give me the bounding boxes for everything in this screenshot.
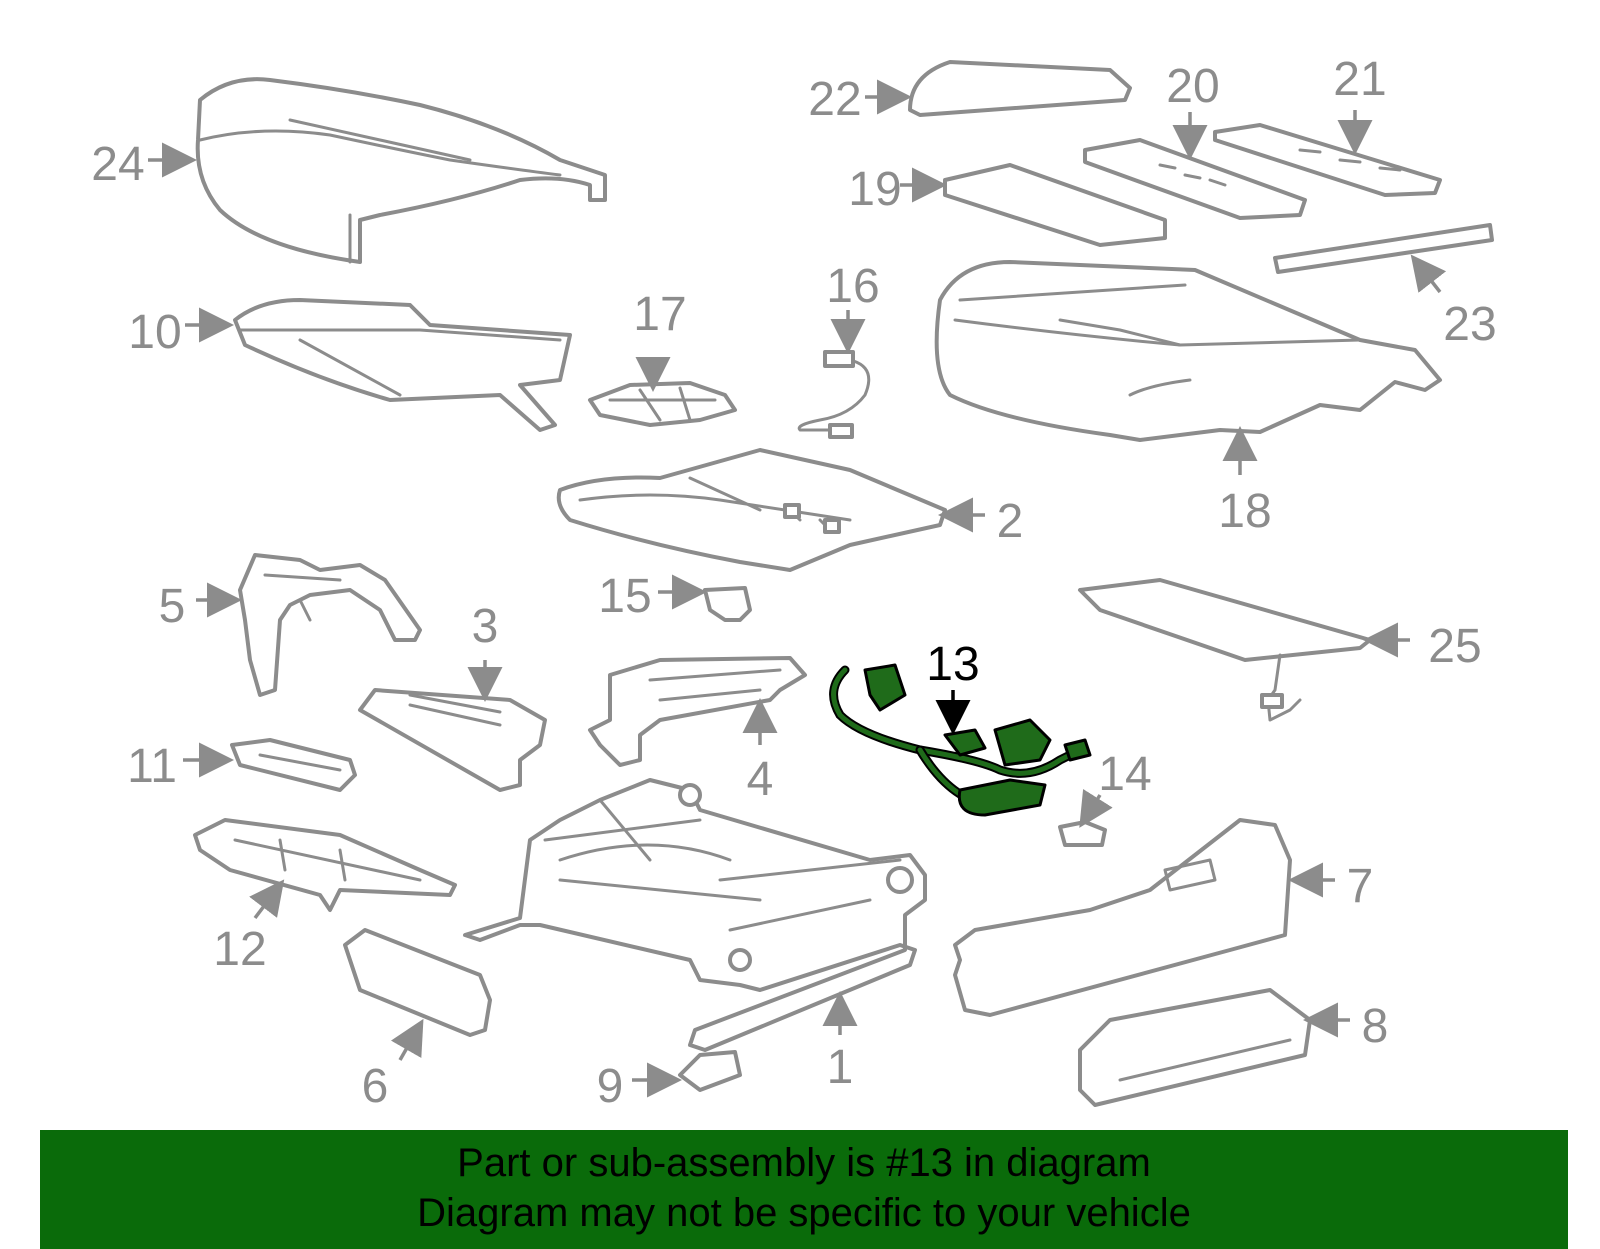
callout-3: 3 [472,600,499,653]
callout-25: 25 [1428,620,1481,673]
callout-9: 9 [597,1060,624,1113]
part-21-heater[interactable] [1213,123,1442,197]
callout-17: 17 [633,288,686,341]
part-25-sensor-mat[interactable] [1078,578,1372,722]
part-5-bracket[interactable] [238,553,422,697]
part-9-cap[interactable] [678,1050,742,1092]
part-22-pad[interactable] [908,60,1132,117]
part-16-wire[interactable] [797,350,871,439]
part-8-trim[interactable] [1078,988,1312,1107]
banner-line-part-number: Part or sub-assembly is #13 in diagram [457,1141,1151,1185]
callout-12: 12 [213,923,266,976]
part-3-trim[interactable] [358,688,547,792]
part-15-clip[interactable] [703,586,752,622]
callout-24: 24 [91,138,144,191]
callout-1: 1 [827,1041,854,1094]
callout-15: 15 [598,570,651,623]
callout-8: 8 [1362,1000,1389,1053]
part-18-cushion[interactable] [934,260,1442,442]
callout-4: 4 [747,753,774,806]
part-6-cover[interactable] [343,928,492,1037]
part-1-seat-adjuster[interactable] [463,778,927,1052]
part-10-cushion-pad[interactable] [233,298,572,432]
callout-20: 20 [1166,60,1219,113]
part-24-cushion-cover[interactable] [195,77,607,264]
callout-13: 13 [926,638,979,691]
callout-21: 21 [1333,53,1386,106]
part-17-clip[interactable] [588,381,737,427]
part-7-side-shield[interactable] [953,818,1292,1017]
callout-6: 6 [362,1060,389,1113]
callout-7: 7 [1347,860,1374,913]
callout-16: 16 [826,260,879,313]
callout-22: 22 [808,73,861,126]
part-12-rail-bracket[interactable] [193,818,457,912]
part-20-heater[interactable] [1083,138,1307,220]
part-23-strip[interactable] [1273,223,1494,274]
info-banner: Part or sub-assembly is #13 in diagram D… [40,1130,1568,1249]
part-2-seat-pan[interactable] [556,448,947,572]
callout-19: 19 [848,163,901,216]
callout-5: 5 [159,580,186,633]
callout-labels: 1 2 3 4 5 6 7 8 9 10 11 12 13 14 15 16 1… [91,53,1496,1113]
banner-line-disclaimer: Diagram may not be specific to your vehi… [417,1191,1191,1235]
callout-18: 18 [1218,485,1271,538]
callout-11: 11 [127,740,177,793]
callout-14: 14 [1098,748,1151,801]
part-11-module[interactable] [230,738,357,792]
callout-2: 2 [997,495,1024,548]
callout-10: 10 [128,306,181,359]
seat-parts-diagram: 1 2 3 4 5 6 7 8 9 10 11 12 13 14 15 16 1… [91,53,1496,1113]
part-4-bracket[interactable] [588,656,807,767]
part-14-clip[interactable] [1058,820,1107,847]
callout-23: 23 [1443,298,1496,351]
